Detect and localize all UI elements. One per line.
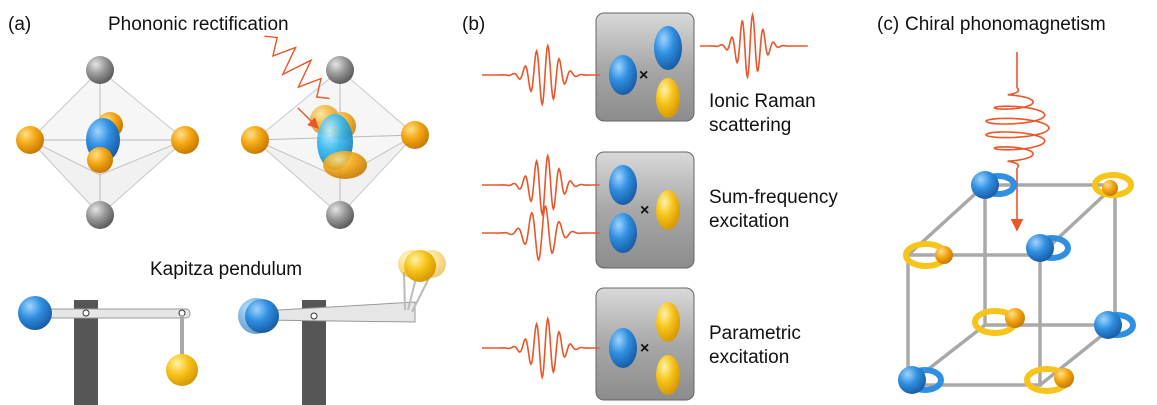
blue-atom <box>609 165 637 205</box>
octahedron-right <box>241 35 429 229</box>
panel-a-label: (a) <box>8 14 31 35</box>
orange-atom <box>935 246 953 264</box>
yellow-atom <box>656 190 680 230</box>
yellow-atom <box>656 302 680 342</box>
row-sum-frequency: × Sum-frequency excitation <box>482 151 838 269</box>
sum-frequency-label: Sum-frequency <box>709 187 838 208</box>
cross-mark: × <box>640 202 649 219</box>
orange-atom <box>1054 368 1074 388</box>
panel-c: (c) Chiral phonomagnetism <box>877 14 1136 394</box>
panel-b-label: (b) <box>462 14 485 35</box>
excitation-label: excitation <box>709 211 789 232</box>
orange-atom <box>1102 180 1118 196</box>
panel-c-label: (c) <box>877 14 899 35</box>
row-ionic-raman: × Ionic Raman scattering <box>482 11 816 136</box>
gray-atom <box>86 56 114 84</box>
yellow-atom <box>656 355 680 395</box>
blue-atom <box>971 171 999 199</box>
orange-atom <box>401 121 429 149</box>
yellow-atom <box>166 354 198 386</box>
orange-atom <box>323 151 367 179</box>
blue-atom <box>18 296 52 330</box>
yellow-atom <box>656 78 680 118</box>
excitation-label: excitation <box>709 347 789 368</box>
yellow-atom <box>404 250 436 282</box>
blue-atom <box>609 55 637 95</box>
blue-atom <box>245 299 279 333</box>
cross-mark: × <box>639 67 648 84</box>
orange-atom <box>87 147 113 173</box>
blue-atom <box>654 26 682 70</box>
blue-atom <box>1026 234 1054 262</box>
gray-atom <box>86 201 114 229</box>
kapitza-pendulum-title: Kapitza pendulum <box>150 259 302 280</box>
blue-atom <box>609 213 637 253</box>
incoming-pulse <box>482 316 600 380</box>
cube-lattice <box>906 183 1117 387</box>
helical-pulse <box>985 52 1050 232</box>
blue-atom <box>898 366 926 394</box>
pendulum-right <box>238 250 446 405</box>
oblique-pulse <box>264 35 330 100</box>
phononic-rectification-title: Phononic rectification <box>108 14 289 35</box>
orange-atom <box>241 126 269 154</box>
outgoing-pulse <box>700 11 808 80</box>
gray-atom <box>326 56 354 84</box>
pendulum-left <box>18 296 198 405</box>
scattering-label: scattering <box>709 115 791 136</box>
parametric-label: Parametric <box>709 323 801 344</box>
orange-atom <box>16 126 44 154</box>
chiral-phonomagnetism-title: Chiral phonomagnetism <box>905 14 1106 35</box>
blue-atom <box>1094 311 1122 339</box>
orange-atom <box>171 126 199 154</box>
incoming-pulse <box>482 205 600 262</box>
cross-mark: × <box>640 340 649 357</box>
blue-atom <box>609 328 637 368</box>
octahedron-left <box>16 56 199 229</box>
panel-a: (a) Phononic rectification <box>8 14 446 405</box>
incoming-pulse <box>482 153 600 217</box>
ionic-raman-label: Ionic Raman <box>709 91 816 112</box>
panel-b: (b) × Ionic Raman scattering × Sum-frequ… <box>462 11 838 401</box>
incoming-pulse <box>482 43 600 107</box>
gray-atom <box>326 201 354 229</box>
row-parametric: × Parametric excitation <box>482 287 801 401</box>
orange-atom <box>1005 308 1025 328</box>
